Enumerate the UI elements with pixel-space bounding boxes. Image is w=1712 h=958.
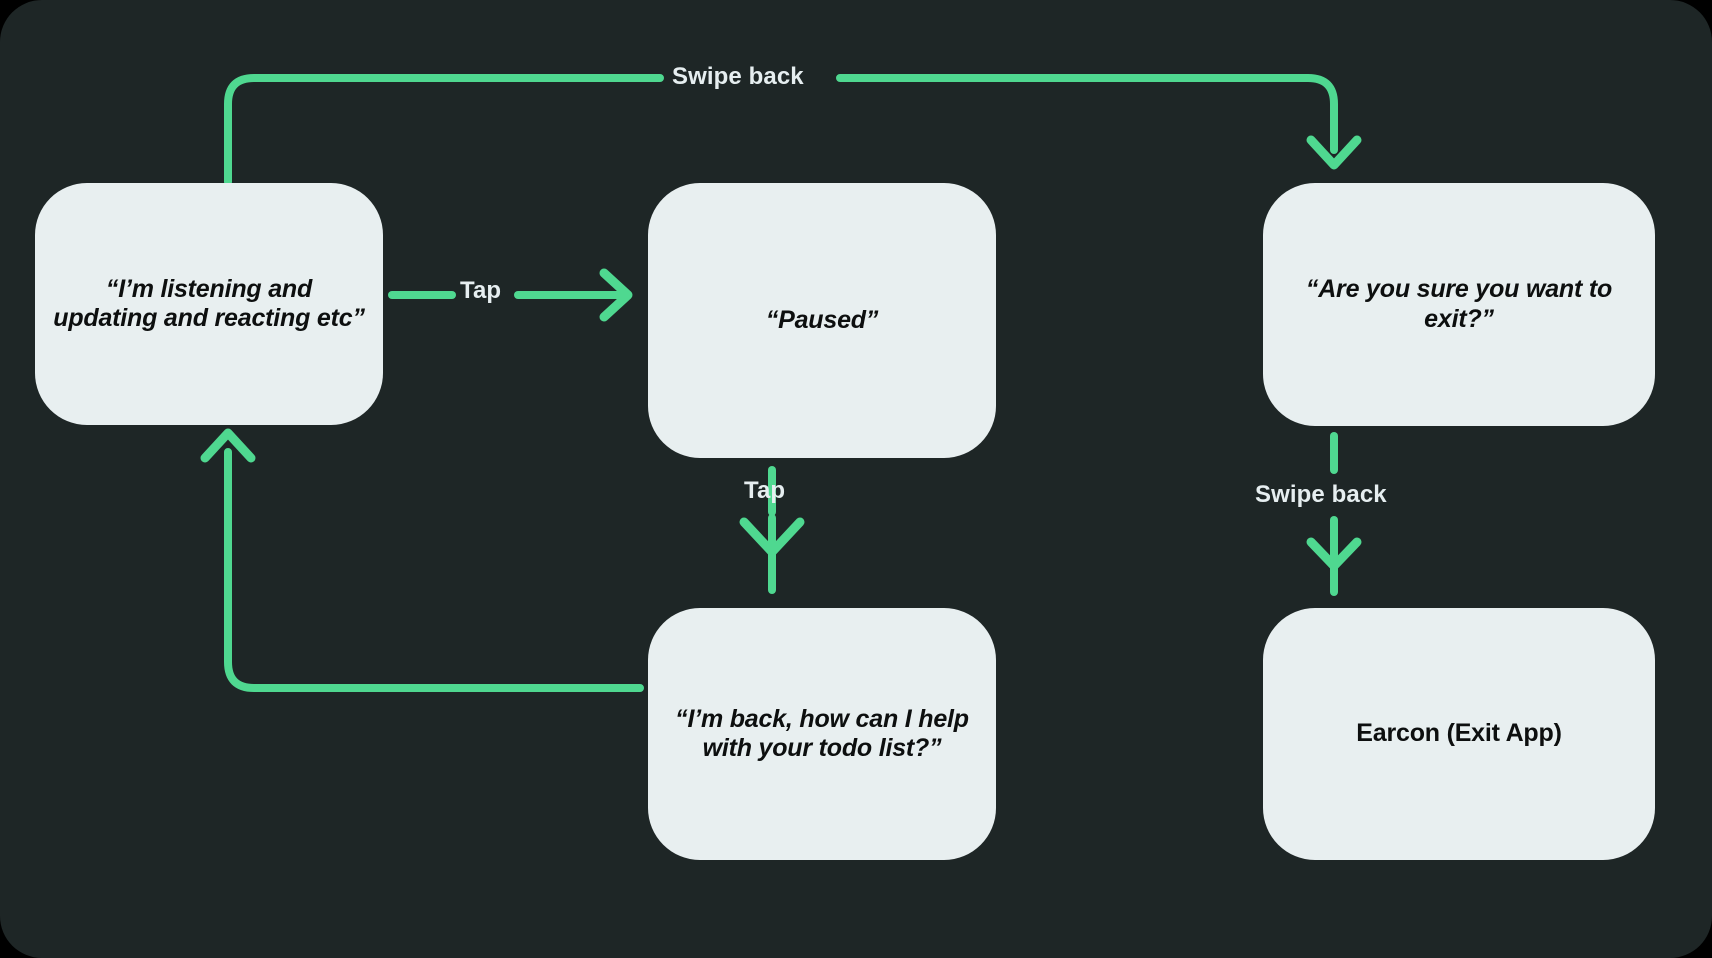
node-paused-label: “Paused”: [765, 305, 879, 334]
edge-listening-to-paused-arrowhead: [599, 268, 633, 322]
edge-label-tap-paused-to-back: Tap: [744, 477, 786, 504]
edge-confirm-to-earcon-arrowhead: [1306, 537, 1362, 571]
node-listening[interactable]: “I’m listening and updating and reacting…: [35, 183, 383, 425]
edge-listening-to-confirm-arrowhead: [1306, 135, 1362, 170]
node-confirm[interactable]: “Are you sure you want to exit?”: [1263, 183, 1655, 426]
node-back-label: “I’m back, how can I help with your todo…: [675, 704, 969, 763]
edge-paused-to-back-arrowhead: [739, 517, 805, 557]
edge-listening-to-confirm-line-right: [836, 74, 1338, 154]
node-listening-label: “I’m listening and updating and reacting…: [53, 274, 365, 333]
node-back[interactable]: “I’m back, how can I help with your todo…: [648, 608, 996, 860]
edge-label-tap-listening-to-paused: Tap: [460, 277, 502, 304]
node-paused[interactable]: “Paused”: [648, 183, 996, 458]
node-earcon[interactable]: Earcon (Exit App): [1263, 608, 1655, 860]
edge-back-to-listening-arrowhead: [200, 428, 256, 463]
node-earcon-label: Earcon (Exit App): [1356, 719, 1562, 748]
edge-back-to-listening-line: [224, 448, 644, 692]
edge-label-swipe-back-confirm-to-earcon: Swipe back: [1255, 481, 1387, 508]
edge-label-swipe-back-top: Swipe back: [672, 63, 804, 90]
edge-listening-to-confirm-line: [224, 74, 664, 186]
node-confirm-label: “Are you sure you want to exit?”: [1305, 275, 1613, 333]
